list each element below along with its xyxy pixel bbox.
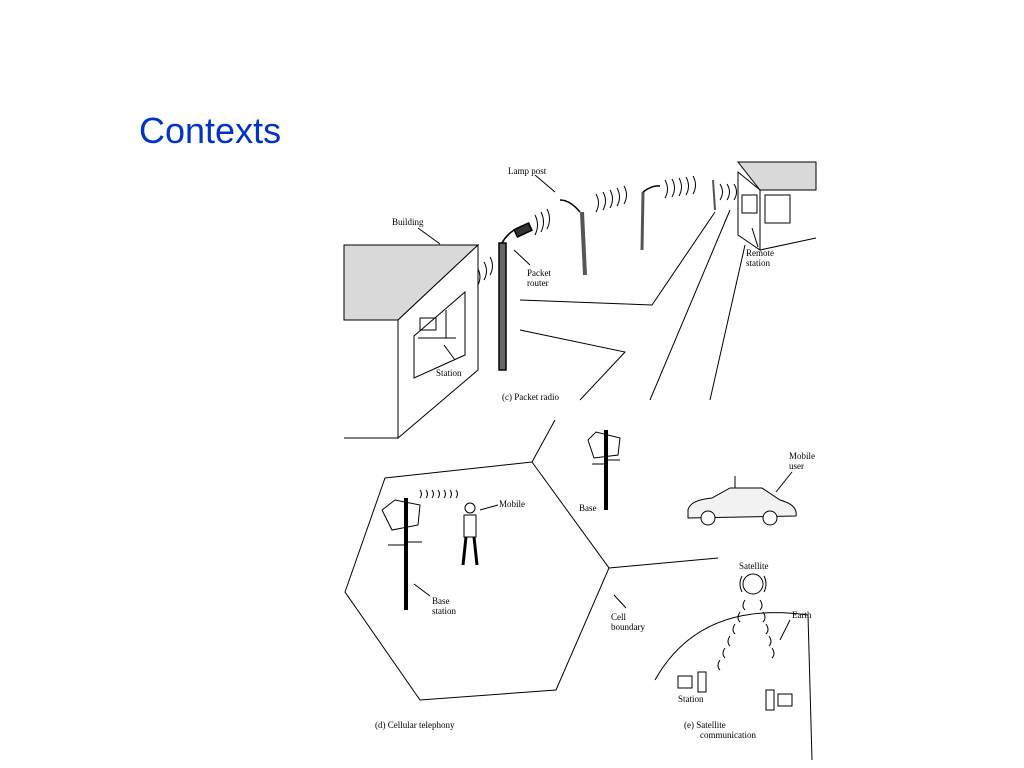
label-packet-router-1: Packet [527, 268, 551, 278]
label-remote-station-1: Remote [746, 248, 774, 258]
label-station-top: Station [436, 368, 462, 378]
satellite-earth [654, 573, 813, 761]
label-mobile: Mobile [499, 499, 525, 509]
caption-packet-radio: (c) Packet radio [502, 392, 559, 402]
label-earth: Earth [792, 610, 812, 620]
label-base-station-2: station [432, 606, 456, 616]
mobile-person [419, 489, 479, 566]
label-station-satellite: Station [678, 694, 704, 704]
lamp-posts [498, 179, 716, 371]
label-mobile-user-1: Mobile [789, 451, 815, 461]
slide-title: Contexts [139, 110, 282, 151]
street-lines [519, 209, 746, 401]
cell-hexagon [344, 419, 719, 701]
label-lamp-post: Lamp post [508, 166, 547, 176]
label-mobile-user-2: user [789, 461, 804, 471]
annotation-arrows [413, 174, 793, 641]
caption-satellite-2: communication [700, 730, 756, 740]
label-packet-router-2: router [527, 278, 549, 288]
remote-building [736, 161, 817, 251]
radio-waves [477, 175, 737, 286]
label-remote-station-2: station [746, 258, 770, 268]
label-base-station-1: Base [432, 596, 450, 606]
label-cell-boundary-1: Cell [611, 612, 626, 622]
label-building: Building [392, 217, 424, 227]
label-cell-boundary-2: boundary [611, 622, 645, 632]
caption-satellite-1: (e) Satellite [684, 720, 726, 730]
caption-cellular: (d) Cellular telephony [375, 720, 455, 730]
label-satellite: Satellite [739, 561, 769, 571]
label-base: Base [579, 503, 597, 513]
base-towers [381, 430, 621, 610]
building-illustration [343, 243, 480, 440]
car-illustration [687, 476, 797, 526]
